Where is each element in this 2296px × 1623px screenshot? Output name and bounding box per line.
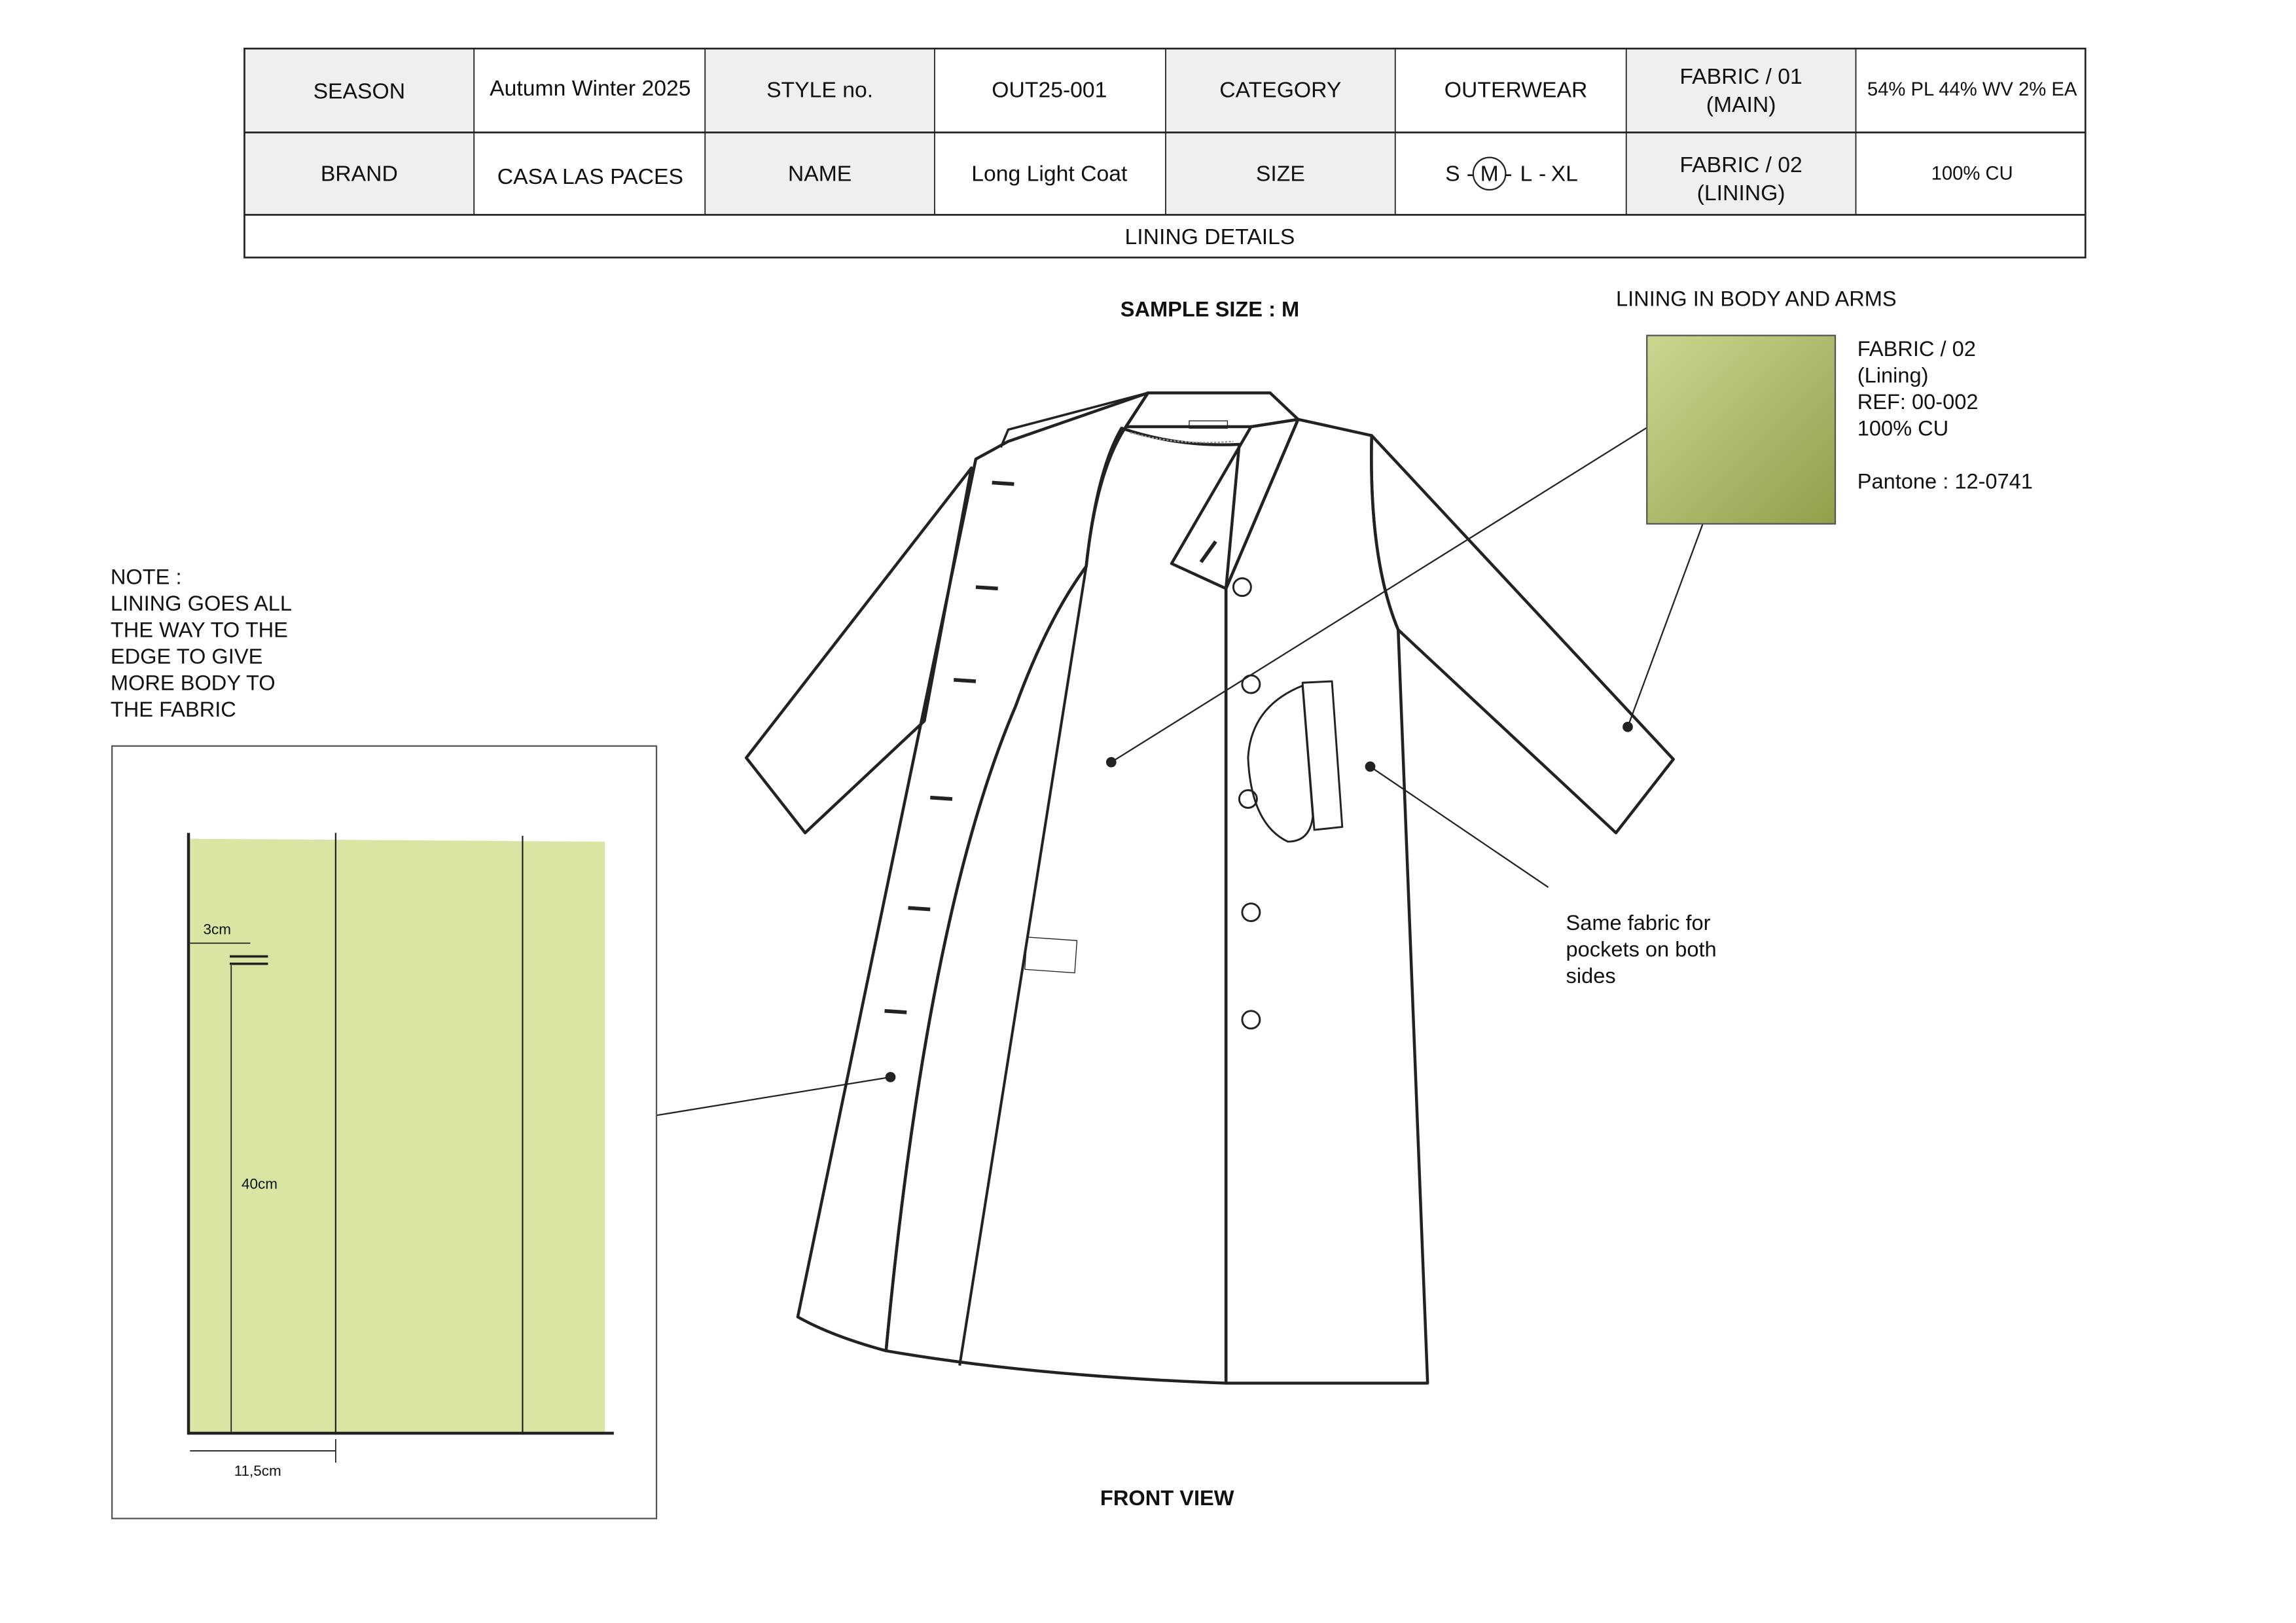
brand-label: BRAND	[321, 162, 398, 187]
spacing-measure: 11,5cm	[234, 1463, 281, 1479]
care-label	[1024, 936, 1078, 974]
category-label: CATEGORY	[1219, 77, 1341, 102]
svg-text:NOTE :: NOTE :	[111, 565, 182, 589]
category-value: OUTERWEAR	[1444, 77, 1588, 102]
left-front-panel	[796, 391, 1150, 1353]
right-front-panel	[1224, 418, 1429, 1385]
size-xl: XL	[1551, 162, 1578, 187]
facing-seam	[958, 566, 1088, 1366]
svg-text:-: -	[1539, 162, 1546, 187]
name-value: Long Light Coat	[971, 162, 1128, 187]
size-m-selected: M	[1480, 162, 1499, 187]
offset-measure: 3cm	[204, 921, 231, 938]
style-no-value: OUT25-001	[992, 77, 1107, 102]
svg-text:LINING GOES ALL: LINING GOES ALL	[111, 591, 292, 615]
pocket-welt	[1301, 680, 1344, 831]
sample-size: SAMPLE SIZE : M	[1121, 296, 1299, 321]
fabric-02-label: FABRIC / 02	[1679, 152, 1802, 177]
collar	[1124, 391, 1300, 429]
length-measure: 40cm	[242, 1176, 278, 1192]
svg-text:MORE BODY TO: MORE BODY TO	[111, 671, 276, 695]
svg-text:REF: 00-002: REF: 00-002	[1857, 389, 1979, 414]
svg-text:THE FABRIC: THE FABRIC	[111, 697, 236, 721]
lining-spec: FABRIC / 02 (Lining) REF: 00-002 100% CU…	[1857, 336, 2033, 493]
collar-buttonhole	[1199, 540, 1217, 563]
lining-edge-detail: 3cm 40cm 11,5cm	[111, 745, 658, 1520]
svg-text:Same fabric for: Same fabric for	[1566, 910, 1711, 935]
season-value: Autumn Winter 2025	[490, 76, 691, 101]
svg-text:-: -	[1467, 162, 1474, 187]
size-s: S	[1445, 162, 1460, 187]
svg-text:100% CU: 100% CU	[1857, 416, 1948, 440]
fabric-02-sublabel: (LINING)	[1697, 181, 1785, 205]
pocket-note: Same fabric for pockets on both sides	[1566, 910, 1717, 988]
svg-text:FABRIC / 02: FABRIC / 02	[1857, 336, 1976, 361]
buttonholes	[884, 480, 1014, 1014]
fabric-01-sublabel: (MAIN)	[1706, 92, 1776, 117]
coat-front-flat	[744, 391, 1675, 1385]
pocket-bag	[1247, 685, 1314, 843]
left-sleeve	[744, 466, 973, 834]
front-view-label: FRONT VIEW	[1100, 1486, 1234, 1510]
spec-table: SEASON Autumn Winter 2025 STYLE no. OUT2…	[243, 47, 2087, 259]
svg-text:EDGE TO GIVE: EDGE TO GIVE	[111, 644, 262, 668]
size-range: S - M - L - XL	[1445, 156, 1578, 191]
size-label: SIZE	[1256, 162, 1305, 187]
callout-leaders	[656, 426, 1704, 1116]
size-l: L	[1520, 162, 1532, 187]
lining-callout-title: LINING IN BODY AND ARMS	[1616, 287, 1897, 311]
edge-note: NOTE : LINING GOES ALL THE WAY TO THE ED…	[111, 565, 292, 721]
fabric-02-value: 100% CU	[1931, 163, 2013, 184]
brand-value: CASA LAS PACES	[497, 164, 683, 189]
name-label: NAME	[788, 162, 852, 187]
right-sleeve-lining	[1370, 434, 1675, 834]
svg-text:THE WAY TO THE: THE WAY TO THE	[111, 618, 288, 642]
section-title: LINING DETAILS	[1125, 224, 1295, 249]
svg-text:Pantone : 12-0741: Pantone : 12-0741	[1857, 469, 2033, 493]
collar-tab	[1170, 418, 1300, 590]
season-label: SEASON	[314, 79, 406, 104]
fabric-swatch	[1646, 334, 1837, 525]
fabric-01-value: 54% PL 44% WV 2% EA	[1867, 79, 2077, 100]
style-no-label: STYLE no.	[766, 77, 873, 102]
svg-text:pockets on both: pockets on both	[1566, 936, 1717, 961]
brand-label-tag	[1189, 420, 1229, 429]
fabric-01-label: FABRIC / 01	[1679, 64, 1802, 89]
svg-text:sides: sides	[1566, 963, 1616, 988]
svg-text:-: -	[1505, 162, 1512, 187]
svg-text:(Lining): (Lining)	[1857, 363, 1929, 387]
